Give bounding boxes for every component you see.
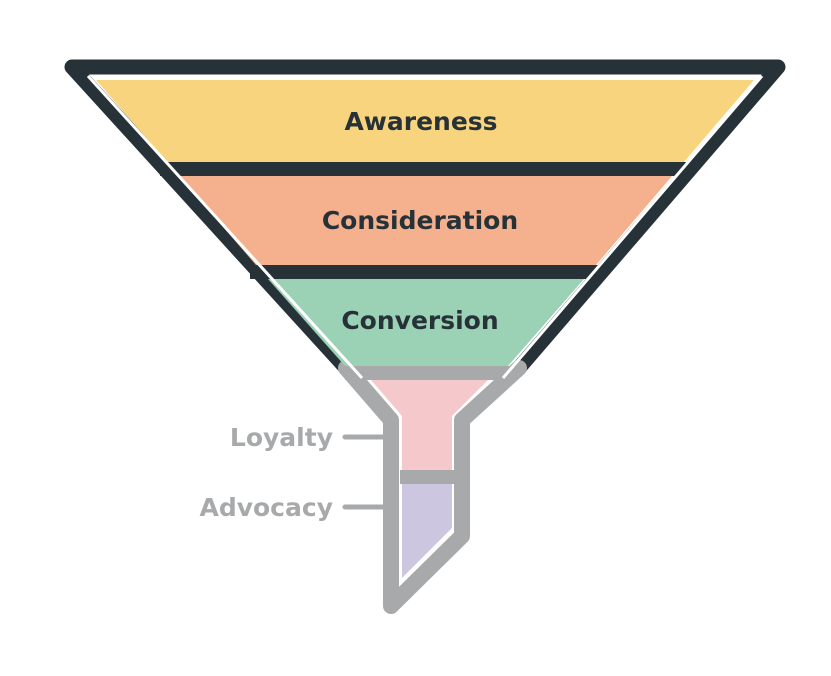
stage-consideration bbox=[179, 176, 672, 265]
stage-awareness bbox=[96, 80, 754, 162]
funnel-outline-secondary bbox=[338, 360, 527, 614]
stage-divider bbox=[250, 265, 602, 279]
stage-divider-secondary bbox=[400, 470, 454, 484]
funnel-outline-primary bbox=[64, 59, 786, 376]
stage-conversion bbox=[268, 279, 584, 366]
stage-advocacy bbox=[402, 484, 452, 578]
stage-label-advocacy: Advocacy bbox=[199, 493, 333, 522]
stage-divider-secondary bbox=[345, 366, 515, 380]
stage-loyalty bbox=[371, 380, 488, 470]
stage-label-consideration: Consideration bbox=[322, 206, 518, 235]
outline-gap bbox=[86, 74, 764, 380]
stage-label-awareness: Awareness bbox=[344, 107, 497, 136]
stage-divider bbox=[160, 162, 690, 176]
stage-label-conversion: Conversion bbox=[341, 306, 498, 335]
stage-label-loyalty: Loyalty bbox=[230, 423, 333, 452]
